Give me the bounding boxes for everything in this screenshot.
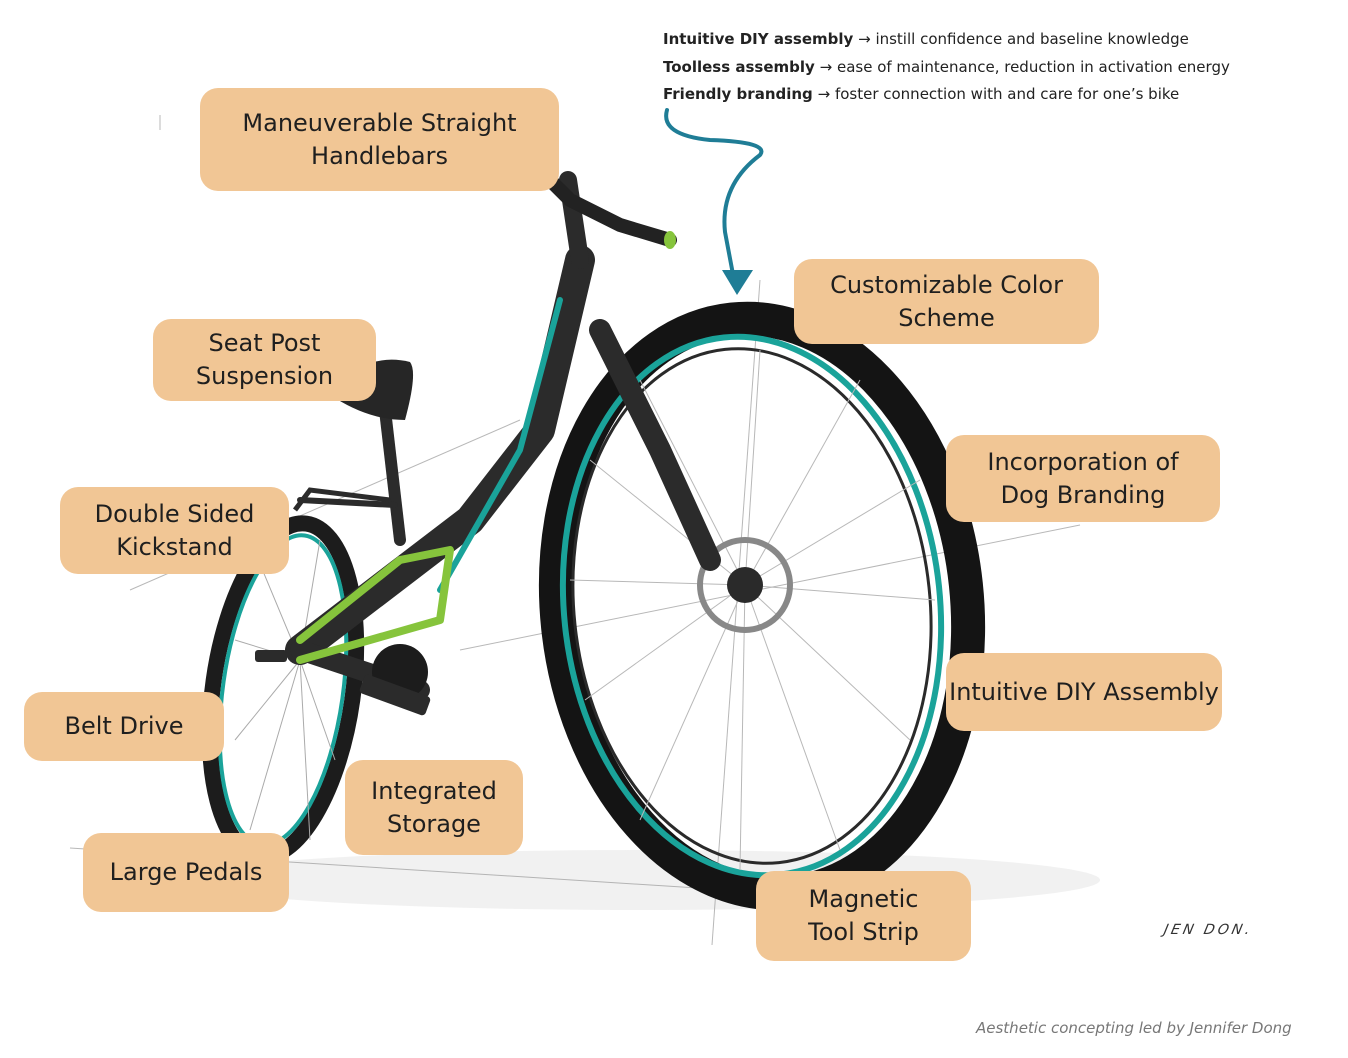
principle-text: ease of maintenance, reduction in activa… xyxy=(836,57,1230,76)
label-line: Customizable Color xyxy=(830,270,1063,299)
principle-toolless: Toolless assembly → ease of maintenance,… xyxy=(663,54,1230,82)
label-pedals: Large Pedals xyxy=(83,833,289,912)
label-line: Kickstand xyxy=(116,532,233,561)
principle-branding: Friendly branding → foster connection wi… xyxy=(663,81,1230,109)
principle-text: instill confidence and baseline knowledg… xyxy=(875,30,1189,48)
arrow-icon: → xyxy=(817,85,831,103)
label-line: Incorporation of xyxy=(987,447,1179,476)
credit-line: Aesthetic concepting led by Jennifer Don… xyxy=(976,1019,1292,1037)
principle-diy: Intuitive DIY assembly → instill confide… xyxy=(663,26,1230,54)
label-line: Magnetic xyxy=(808,885,919,913)
arrow-icon: → xyxy=(858,30,871,48)
label-line: Dog Branding xyxy=(1000,480,1166,509)
crank-and-pedals xyxy=(255,644,431,716)
design-principles: Intuitive DIY assembly → instill confide… xyxy=(663,26,1230,109)
label-line: Tool Strip xyxy=(808,918,919,946)
label-line: Double Sided xyxy=(94,499,255,528)
label-line: Integrated xyxy=(371,776,497,805)
label-line: Intuitive DIY Assembly xyxy=(949,677,1219,706)
label-belt-drive: Belt Drive xyxy=(24,692,224,761)
arrow-head-icon xyxy=(722,270,753,295)
front-wheel xyxy=(538,301,986,911)
curved-arrow-icon xyxy=(664,108,764,287)
label-line: Belt Drive xyxy=(64,712,184,740)
principle-title: Intuitive DIY assembly xyxy=(663,30,854,48)
label-diy-assembly: Intuitive DIY Assembly xyxy=(946,653,1222,731)
bike-frame xyxy=(285,171,721,700)
principle-text: foster connection with and care for one’… xyxy=(834,85,1180,103)
artist-signature: JEN DON. xyxy=(1162,922,1255,938)
rear-rack xyxy=(293,487,391,512)
label-line: Scheme xyxy=(898,303,995,332)
principle-title: Friendly branding xyxy=(663,85,813,103)
arrow-icon: → xyxy=(819,57,833,76)
label-line: Large Pedals xyxy=(109,858,263,886)
label-line: Maneuverable Straight xyxy=(242,108,517,137)
label-line: Storage xyxy=(387,809,481,838)
principle-title: Toolless assembly xyxy=(663,57,815,76)
label-dog-branding: Incorporation of Dog Branding xyxy=(946,435,1220,522)
label-line: Suspension xyxy=(195,362,334,390)
label-line: Seat Post xyxy=(208,329,321,357)
label-line: Handlebars xyxy=(311,141,448,170)
